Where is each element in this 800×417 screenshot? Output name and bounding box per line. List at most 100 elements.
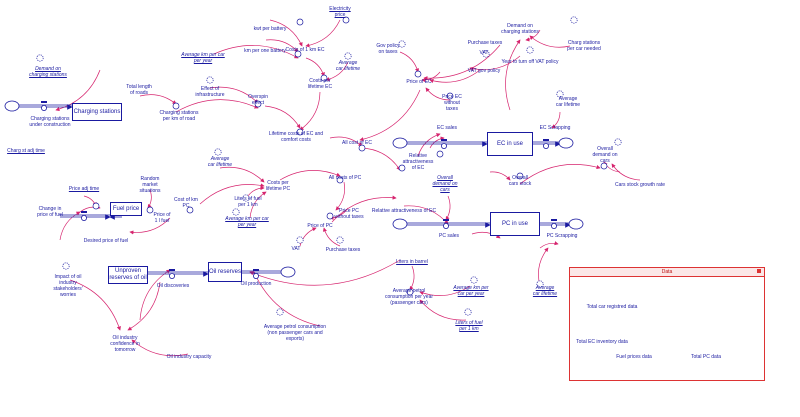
aux-node-5 — [358, 144, 366, 152]
causal-link-21 — [529, 35, 571, 48]
label-ec-sales: EC sales — [436, 125, 458, 131]
label-oil-production: Oil production — [240, 281, 272, 287]
label-all-costs-pc: All costs of PC — [328, 175, 362, 181]
label-gov-policy: Gov policy on taxes — [376, 43, 400, 55]
shadow-node-2 — [344, 52, 352, 60]
causal-link-57 — [127, 281, 161, 331]
causal-link-25 — [429, 136, 445, 149]
aux-node-11 — [436, 150, 444, 158]
cloud-1 — [558, 137, 574, 149]
label-charg-adj-time: Charg st adj time — [7, 148, 45, 154]
shadow-node-10 — [232, 208, 240, 216]
label-demand-on-charging: Demand on charging stations — [501, 23, 539, 35]
aux-node-4 — [296, 128, 304, 136]
aux-node-19 — [406, 288, 414, 296]
causal-link-41 — [279, 170, 341, 181]
stock-ec-in-use[interactable]: EC in use — [487, 132, 533, 156]
label-avg-car-lifetime-3: Average car lifetime — [207, 156, 233, 168]
causal-link-8 — [305, 57, 325, 77]
valve-7 — [81, 214, 88, 221]
label-avg-car-lifetime-4: Average car lifetime — [532, 285, 558, 297]
aux-node-1 — [254, 100, 262, 108]
causal-link-2 — [175, 99, 259, 113]
shadow-node-8 — [614, 138, 622, 146]
aux-node-9 — [342, 16, 350, 24]
label-year-turn-off-vat: Year to turn off VAT policy — [501, 59, 559, 65]
shadow-node-14 — [470, 276, 478, 284]
shadow-node-7 — [556, 90, 564, 98]
label-desired-price: Desired price of fuel — [83, 238, 129, 244]
label-overall-stock: Overall cars stock — [508, 175, 532, 187]
shadow-node-17 — [62, 262, 70, 270]
label-avg-km: Average km per car per year — [181, 52, 225, 64]
label-ec-scrapping: EC Scrapping — [539, 125, 571, 131]
causal-link-4 — [213, 45, 299, 59]
causal-link-14 — [359, 89, 421, 142]
label-avg-car-lifetime-2: Average car lifetime — [555, 96, 581, 108]
causal-link-44 — [299, 227, 317, 247]
valve-4 — [551, 222, 558, 229]
shadow-node-1 — [206, 76, 214, 84]
valve-bar-0 — [41, 101, 47, 103]
aux-node-17 — [92, 202, 100, 210]
causal-link-48 — [471, 231, 501, 239]
stock-pc-in-use[interactable]: PC in use — [490, 212, 540, 236]
label-price-adj: Price adj time — [68, 186, 100, 192]
aux-node-18 — [146, 206, 154, 214]
causal-link-40 — [249, 191, 267, 219]
data-panel[interactable]: Data — [569, 267, 765, 381]
shadow-node-6 — [570, 16, 578, 24]
valve-bar-4 — [551, 219, 557, 221]
data-panel-header[interactable]: Data — [570, 268, 764, 277]
label-costs-1km-ec: Costs of 1 km EC — [285, 47, 325, 53]
label-purchase-taxes-1: Purchase taxes — [467, 40, 503, 46]
causal-link-5 — [265, 39, 299, 53]
label-costs-lifetime-ec: Costs per lifetime EC — [307, 78, 333, 90]
causal-link-29 — [519, 164, 601, 185]
causal-link-53 — [419, 299, 467, 321]
label-lifetime-costs: Lifetime costs of EC and comfort costs — [268, 131, 324, 143]
aux-node-16 — [186, 206, 194, 214]
label-oil-confidence: Oil industry confidence in tomorrow — [110, 335, 140, 353]
stock-charging-stations[interactable]: Charging stations — [72, 103, 122, 121]
label-fuel-prices: Fuel prices data — [616, 354, 652, 360]
label-overall-demand-1: Overall demand on cars — [432, 175, 458, 193]
aux-node-2 — [294, 50, 302, 58]
stock-unproven-reserves[interactable]: Unproven reserves of oil — [108, 266, 148, 284]
shadow-node-15 — [464, 308, 472, 316]
shadow-node-11 — [242, 194, 250, 202]
label-total-pc: Total PC data — [690, 354, 722, 360]
label-costs-lifetime-pc: Costs per lifetime PC — [265, 180, 291, 192]
lock-icon[interactable] — [757, 269, 761, 273]
label-total-registered: Total car registred data — [586, 304, 638, 310]
valve-2 — [543, 142, 550, 149]
data-panel-title: Data — [661, 269, 673, 275]
label-total-roads: Total length of roads — [126, 84, 152, 96]
causal-link-39 — [247, 185, 265, 197]
label-cs-per-km: Charging stations per km of road — [159, 110, 199, 122]
causal-link-36 — [59, 211, 81, 241]
causal-link-13 — [399, 51, 420, 73]
cloud-2 — [392, 137, 408, 149]
cloud-4 — [568, 218, 584, 230]
label-avg-km-pc: Average km per car per year — [225, 216, 269, 228]
valve-0 — [41, 105, 48, 112]
label-price-pc: Price of PC — [307, 223, 333, 229]
causal-link-26 — [445, 195, 451, 221]
shadow-node-3 — [398, 40, 406, 48]
stock-oil-reserves[interactable]: Oil reserves — [208, 262, 242, 282]
label-vat-2: VAT — [291, 246, 301, 252]
label-avg-car-lifetime-1: Average car lifetime — [335, 60, 361, 72]
causal-link-16 — [423, 44, 501, 81]
causal-link-33 — [147, 189, 152, 209]
label-price-pc-notax: Price PC without taxes — [334, 208, 364, 220]
label-pc-sales: PC sales — [438, 233, 460, 239]
aux-node-15 — [326, 212, 334, 220]
aux-node-8 — [296, 18, 304, 26]
stock-fuel-price[interactable]: Fuel price — [110, 202, 142, 216]
label-price-ec: Price of EC — [406, 79, 432, 85]
causal-link-58 — [131, 339, 189, 357]
causal-link-55 — [249, 259, 401, 286]
label-liters-100: Liters of fuel per 1 km — [455, 320, 483, 332]
valve-6 — [252, 272, 259, 279]
